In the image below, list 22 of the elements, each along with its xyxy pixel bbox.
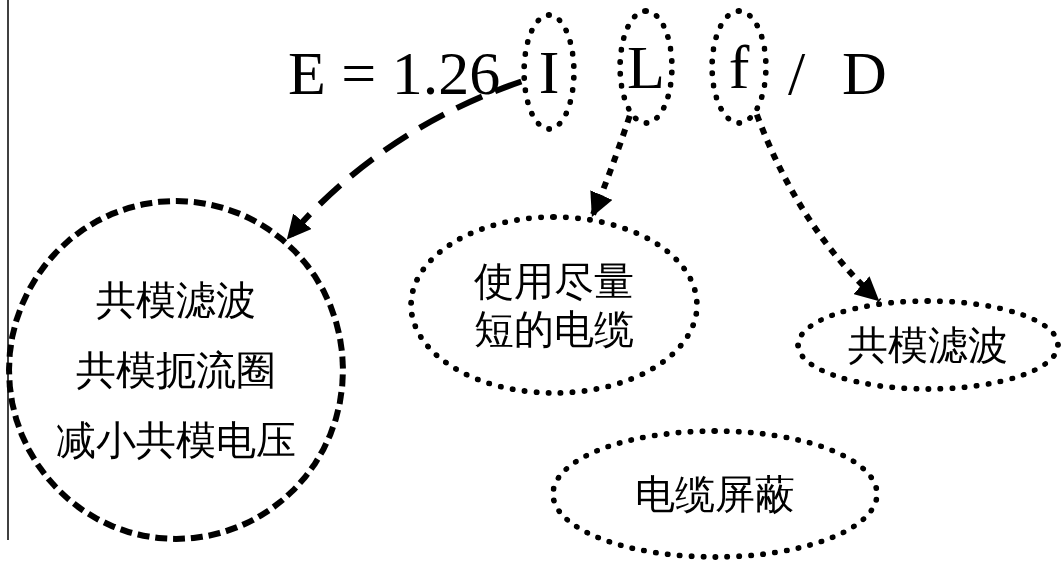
formula-text: E = 1.26	[288, 42, 501, 104]
dotted-ellipse	[617, 8, 675, 126]
dotted-ellipse	[550, 428, 880, 560]
dotted-ellipse	[795, 298, 1061, 392]
arrow	[589, 114, 633, 219]
node-text: 使用尽量短的电缆	[473, 257, 635, 353]
arrow	[754, 113, 882, 304]
node-text: 电缆屏蔽	[635, 470, 795, 518]
node-text: 共模滤波	[96, 276, 256, 324]
dotted-ellipse	[709, 8, 769, 126]
dotted-ellipse	[408, 214, 700, 396]
dashed-circle	[6, 198, 346, 542]
formula-text: /	[788, 42, 806, 104]
arrow	[284, 78, 523, 242]
dotted-ellipse	[521, 12, 577, 132]
formula-variable: I	[538, 36, 560, 108]
formula-variable: f	[728, 31, 750, 103]
node-text: 减小共模电压	[56, 416, 296, 464]
node-text: 共模扼流圈	[76, 346, 276, 394]
node-text: 共模滤波	[848, 321, 1008, 369]
formula-variable: L	[627, 31, 665, 103]
formula-text: D	[842, 42, 887, 104]
